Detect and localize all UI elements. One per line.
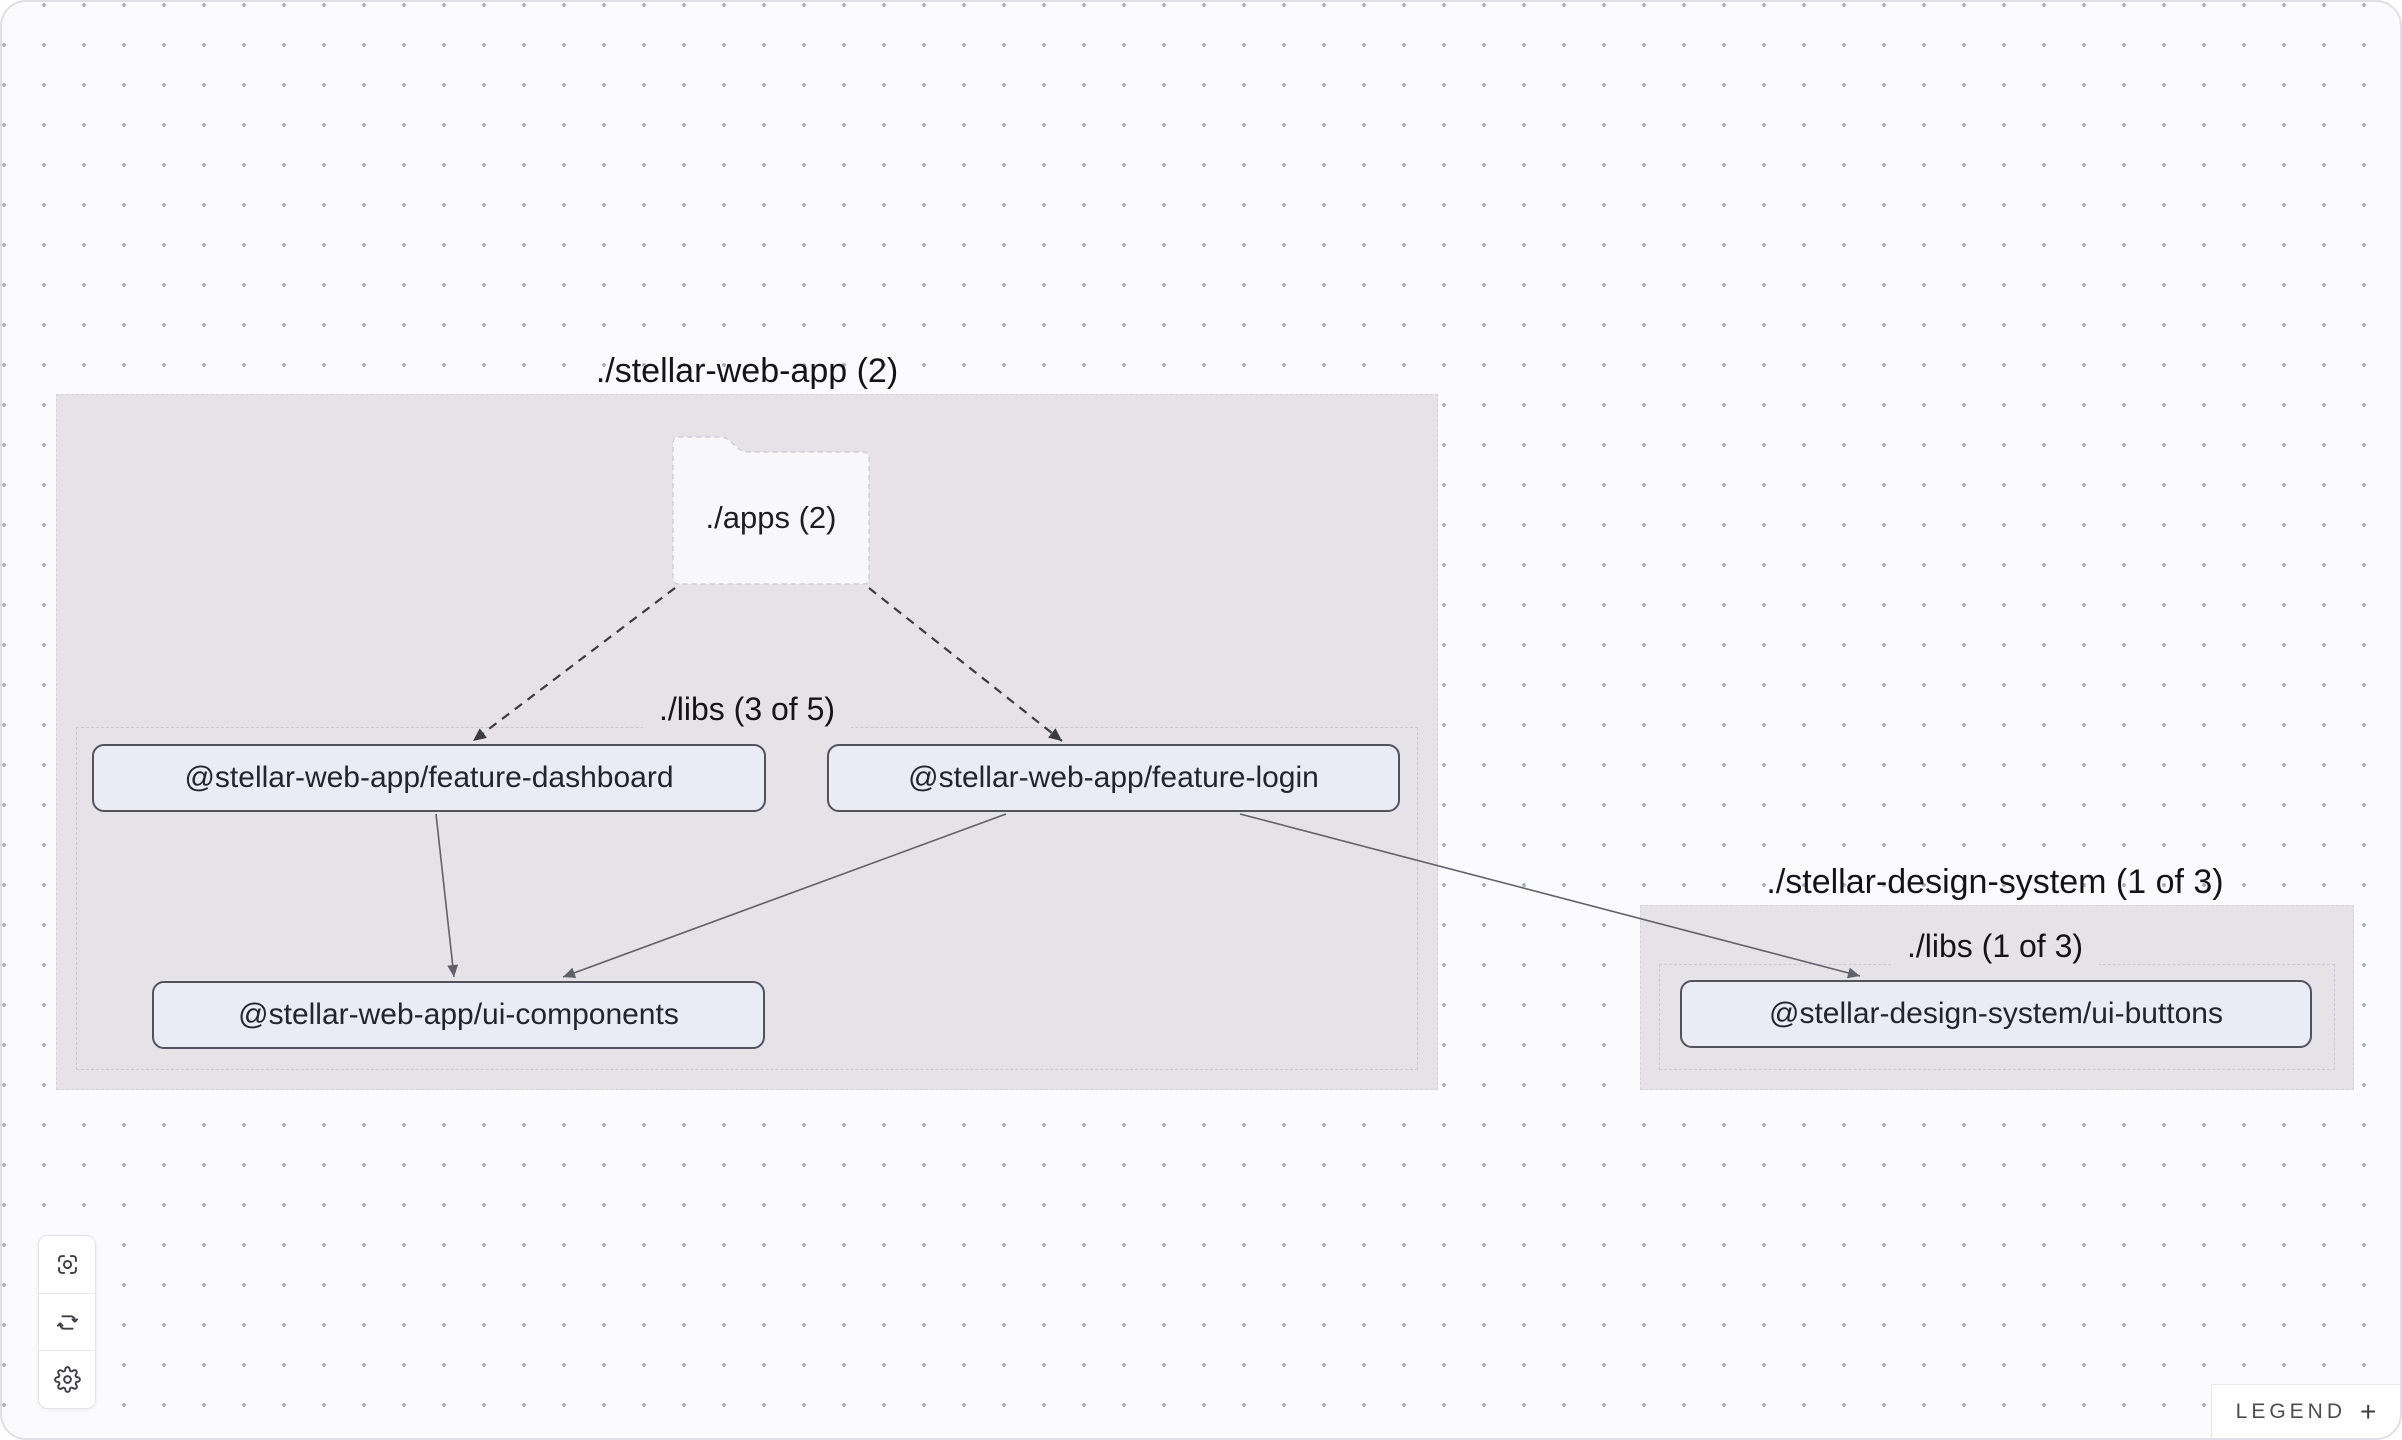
node-ui-buttons[interactable]: @stellar-design-system/ui-buttons: [1680, 980, 2312, 1048]
center-graph-button[interactable]: [39, 1236, 95, 1294]
node-feature-login[interactable]: @stellar-web-app/feature-login: [827, 744, 1400, 812]
node-ui-components[interactable]: @stellar-web-app/ui-components: [152, 981, 765, 1049]
legend-toggle[interactable]: LEGEND +: [2211, 1384, 2400, 1438]
refresh-graph-button[interactable]: [39, 1293, 95, 1352]
folder-icon: [672, 436, 870, 585]
group-label-stellar-web-app-libs: ./libs (3 of 5): [642, 690, 852, 728]
folder-node-label: ./apps (2): [705, 500, 837, 535]
gear-icon: [53, 1366, 81, 1394]
canvas-toolbar: [38, 1235, 96, 1409]
node-feature-dashboard[interactable]: @stellar-web-app/feature-dashboard: [92, 744, 766, 812]
legend-label: LEGEND: [2235, 1399, 2346, 1423]
group-label-stellar-design-system-libs: ./libs (1 of 3): [1890, 927, 2100, 965]
group-label-stellar-design-system: ./stellar-design-system (1 of 3): [1766, 863, 2224, 901]
focus-icon: [57, 1254, 77, 1274]
settings-button[interactable]: [39, 1351, 95, 1408]
node-apps-folder[interactable]: ./apps (2): [670, 434, 872, 586]
group-label-stellar-web-app: ./stellar-web-app (2): [595, 352, 899, 390]
plus-icon: +: [2360, 1395, 2377, 1427]
refresh-icon: [56, 1314, 78, 1330]
